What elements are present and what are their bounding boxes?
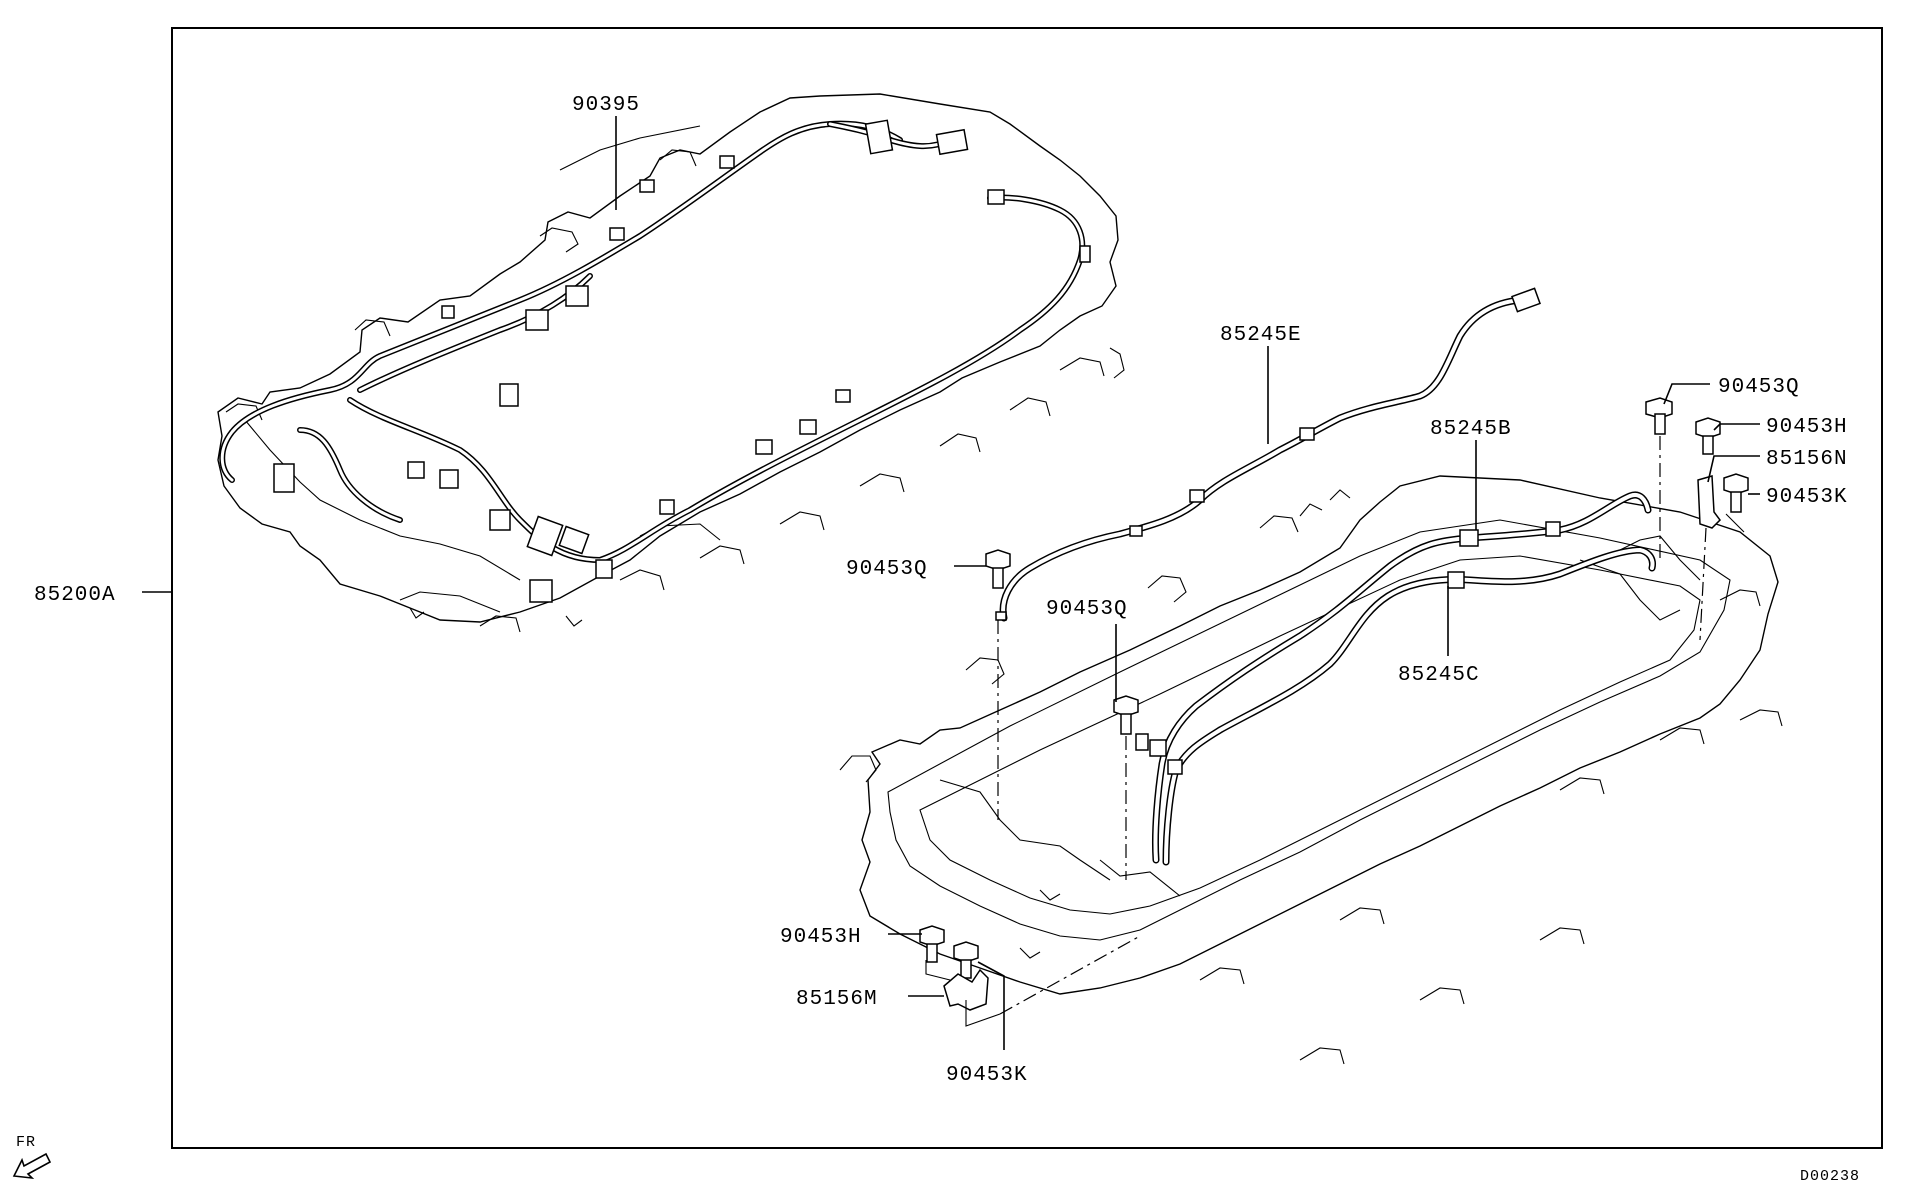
callout-90395: 90395 [572, 94, 640, 117]
bolt-90453Q-mid [1113, 695, 1139, 880]
cable-85245B [1149, 491, 1652, 864]
callout-85156N: 85156N [1766, 448, 1848, 471]
callout-85245B: 85245B [1430, 418, 1512, 441]
bracket-85156M [925, 935, 1141, 1027]
callout-85245E: 85245E [1220, 324, 1302, 347]
cable-85245C [1135, 546, 1656, 866]
callout-90453Q-mid: 90453Q [1046, 598, 1128, 621]
callout-85156M: 85156M [796, 988, 878, 1011]
callout-90453H-bottom: 90453H [780, 926, 862, 949]
callout-90453K-right: 90453K [1766, 486, 1848, 509]
bolt-90453Q-mid-left [985, 549, 1011, 820]
bolt-90453H-bottom [919, 925, 945, 963]
front-direction-arrow-icon [12, 1152, 52, 1180]
bracket-85156N [1697, 475, 1721, 641]
drawing-code: D00238 [1800, 1168, 1860, 1185]
bolt-90453Q-top-right [1645, 397, 1673, 560]
callout-90453K-bottom: 90453K [946, 1064, 1028, 1087]
leader-lines [142, 116, 1760, 1050]
cable-85245E [995, 287, 1541, 622]
lower-tray-outline [839, 475, 1783, 1065]
callout-90453Q-top-right: 90453Q [1718, 376, 1800, 399]
bolt-90453H-right [1695, 417, 1721, 455]
callout-90453H-right: 90453H [1766, 416, 1848, 439]
bolt-90453K-right [1723, 473, 1749, 533]
callout-90453Q-mid-left: 90453Q [846, 558, 928, 581]
diagram-frame [171, 27, 1883, 1149]
callout-85200A: 85200A [34, 584, 116, 607]
bolt-90453K-bottom [953, 941, 979, 979]
callout-85245C: 85245C [1398, 664, 1480, 687]
wiring-harness-90395 [219, 119, 1091, 603]
front-direction-label: FR [16, 1134, 36, 1151]
upper-tray-outline [217, 93, 1125, 633]
